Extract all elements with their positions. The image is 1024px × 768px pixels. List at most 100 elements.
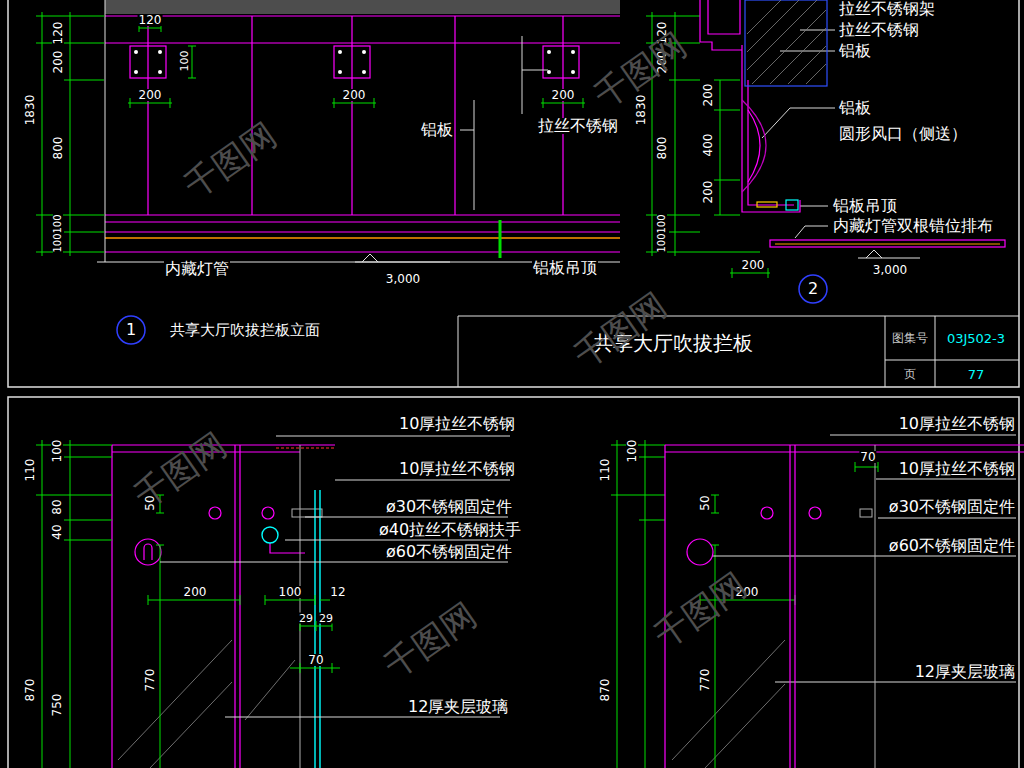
material-note: ø60不锈钢固定件 [888,538,1016,554]
watermark: 千图网 [568,286,673,374]
glass-hatch [118,640,785,768]
section-profile [700,0,742,50]
material-note: 10厚拉丝不锈钢 [898,461,1016,477]
bolt-dot [547,70,551,74]
dimension-line [611,440,665,768]
fixing-plate [292,445,322,768]
callout-number: 1 [126,322,136,338]
dimension-text: 770 [699,668,711,693]
dimension-text: 50 [699,494,711,511]
dimension-text: 100 [278,586,303,598]
callout-ring [117,316,145,344]
dimension-text: 110 [24,458,36,483]
dimension-text: 100 [53,213,63,234]
railing-elevation [105,16,620,252]
material-note: 铝板吊顶 [832,198,898,214]
dimension-text: 12 [329,586,346,598]
dimension-line [714,80,740,215]
lamp-line [105,237,620,239]
sheet-frame [8,397,1019,768]
dimension-text: 70 [859,451,876,463]
dimension-text: 100 [626,439,638,464]
section-profile [748,80,794,205]
dimension-text: 40 [51,523,63,540]
railing-elevation [105,16,620,252]
bolt-dot [134,50,138,54]
dimension-line [36,12,770,278]
dimension-text: 870 [24,678,36,703]
outline [97,0,620,262]
dimension-text: 200 [741,259,766,271]
dimension-line [139,24,196,78]
railing-elevation [148,16,563,215]
dimension-line [290,621,340,673]
sheet-frame [8,0,1019,768]
section-profile [708,0,740,34]
bolt-dot [134,70,138,74]
callout-circle: 1 [116,315,146,345]
view-title: 共享大厅吹拔拦板立面 [169,323,321,338]
material-note: 拉丝不锈钢架 [838,1,936,17]
dimension-line [36,440,112,768]
handrail-section-a [144,544,152,560]
material-note: 拉丝不锈钢 [537,118,619,134]
structure-box [745,0,827,86]
dimension-text: 100 [53,232,63,253]
dimension-text: 1830 [635,94,647,127]
dimension-text: 80 [51,498,63,515]
material-note: ø30不锈钢固定件 [888,499,1016,515]
handrail-section-a [135,539,161,565]
top-plate-hatch [276,448,335,449]
callout-ring [799,275,827,303]
lamp-holder [757,202,777,207]
railing-elevation [130,46,166,78]
dimension-text: 800 [656,136,668,161]
bolt-dot [158,50,162,54]
structure-box [745,0,827,86]
handrail-section-a [262,507,274,519]
material-note: 12厚夹层玻璃 [914,664,1016,680]
leader-line [712,435,1016,682]
outline [858,250,920,258]
dimension-text: 100 [657,213,667,234]
watermark: 千图网 [178,116,283,204]
material-note: 圆形风口（侧送） [838,126,968,142]
bolt-dot [547,50,551,54]
section-profile [770,240,1005,247]
bolt-dot [158,70,162,74]
dimension-line [148,595,330,605]
handrail [262,527,278,543]
dimension-line [156,495,164,768]
material-note: 铝板 [420,122,454,138]
dimension-text: 29 [298,613,314,624]
structure-hatch [747,0,826,84]
bolt-dot [338,70,342,74]
dimension-text: 200 [183,586,208,598]
watermark: 千图网 [378,596,483,684]
section-profile [742,45,800,212]
ceiling-hatch [105,1,620,13]
handrail-section-b [761,507,773,519]
sheet-frame [458,316,1019,387]
sheet-frame [8,0,1019,387]
dimension-text: 750 [51,693,63,718]
watermark: 千图网 [648,566,753,654]
glass-hatch [118,640,785,768]
bolt-dot [571,70,575,74]
dimension-text: 120 [138,14,163,26]
dimension-text: 200 [52,50,64,75]
dimension-text: 3,000 [385,273,421,285]
dimension-text: 100 [179,50,190,73]
title-block-cell: 03J502-3 [946,332,1006,345]
dimension-line [711,495,719,768]
dimension-text: 70 [307,654,324,666]
material-note: ø30不锈钢固定件 [385,499,513,515]
dimension-text: 29 [318,613,334,624]
dimension-text: 400 [702,133,714,158]
bolt-dot [571,50,575,54]
bolt-dot [362,70,366,74]
section-profile [700,0,1005,247]
leader-line [522,36,548,114]
dimension-text: 800 [52,136,64,161]
ceiling-hatch [105,1,620,13]
